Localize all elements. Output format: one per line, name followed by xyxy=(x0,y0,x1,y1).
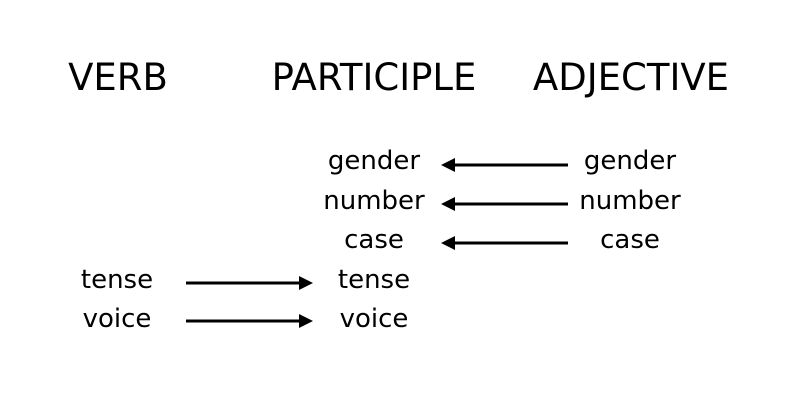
verb-voice: voice xyxy=(82,304,152,334)
arrow-gender xyxy=(441,158,568,172)
arrow-tense xyxy=(186,276,313,290)
participle-gender: gender xyxy=(327,146,421,176)
participle-case: case xyxy=(344,225,404,255)
adjective-gender: gender xyxy=(583,146,677,176)
participle-number: number xyxy=(323,186,425,216)
adjective-case: case xyxy=(600,225,660,255)
arrow-number xyxy=(441,197,568,211)
arrow-case xyxy=(441,236,568,250)
verb-heading: VERB xyxy=(68,56,168,99)
participle-heading: PARTICIPLE xyxy=(271,56,477,99)
participle-voice: voice xyxy=(339,304,409,334)
adjective-heading: ADJECTIVE xyxy=(532,56,730,99)
arrow-voice xyxy=(186,314,313,328)
participle-tense: tense xyxy=(337,265,411,295)
adjective-number: number xyxy=(579,186,681,216)
verb-tense: tense xyxy=(80,265,154,295)
